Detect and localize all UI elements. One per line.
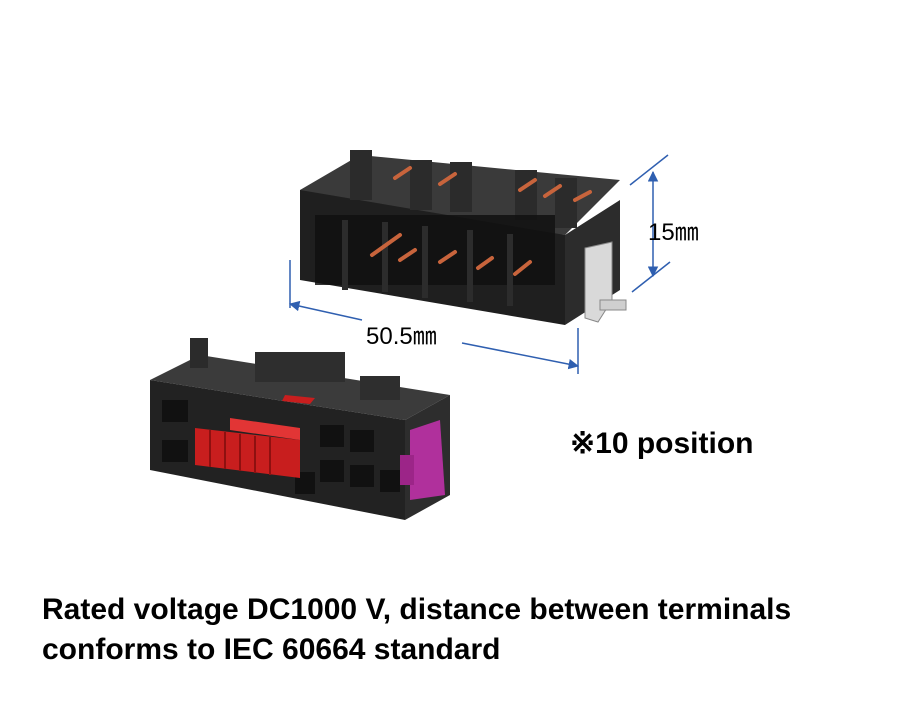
product-caption: Rated voltage DC1000 V, distance between… — [42, 590, 902, 670]
caption-line-2: conforms to IEC 60664 standard — [42, 633, 501, 666]
plug-connector-image — [150, 338, 450, 520]
width-dimension-label: 50.5㎜ — [366, 323, 437, 350]
height-dimension-label: 15㎜ — [648, 219, 699, 246]
width-dimension — [288, 260, 580, 374]
height-dimension — [629, 154, 671, 293]
header-connector-image — [300, 150, 627, 325]
position-count-note: ※10 position — [570, 427, 754, 460]
caption-line-1: Rated voltage DC1000 V, distance between… — [42, 593, 792, 626]
